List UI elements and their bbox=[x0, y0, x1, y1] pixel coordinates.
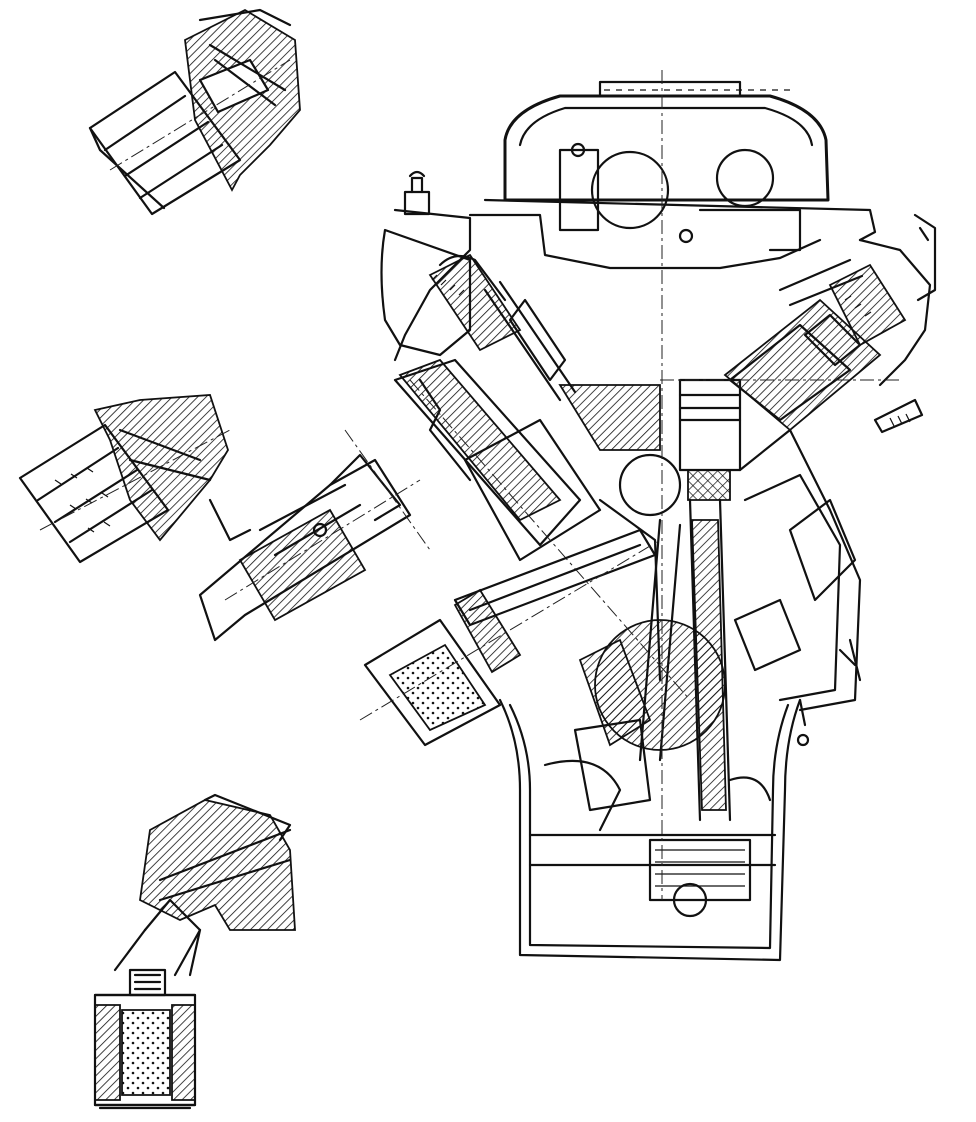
oil-filter-variant-a bbox=[88, 8, 301, 216]
filter-adapter-bracket bbox=[198, 429, 431, 642]
piston bbox=[618, 378, 742, 517]
cylinder-head-right bbox=[778, 213, 937, 434]
crankshaft bbox=[573, 619, 752, 918]
cylinder-head-left bbox=[380, 170, 577, 402]
oil-filter-variant-b bbox=[18, 394, 231, 564]
valve-cover bbox=[503, 80, 830, 252]
oil-pan bbox=[498, 698, 802, 962]
engine-block-cross-section bbox=[380, 70, 937, 962]
oil-filter-mounted bbox=[359, 528, 661, 747]
oil-filter-variant-c bbox=[93, 793, 296, 1110]
